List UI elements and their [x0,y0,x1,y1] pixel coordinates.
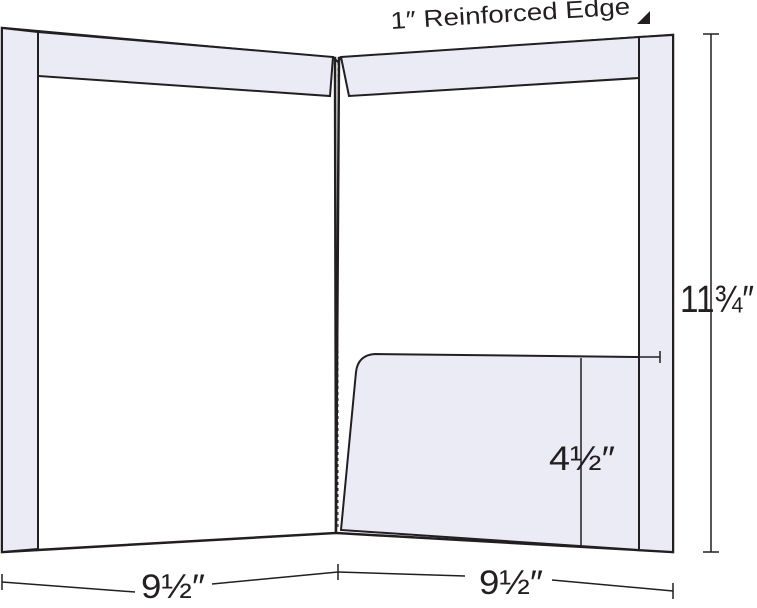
right-reinforced-edge [638,33,674,554]
right-top-flap [339,35,640,98]
left-top-flap [37,30,335,98]
left-panel [0,26,338,554]
left-panel-body [0,26,338,554]
height-dimension [703,33,719,553]
pocket-height-label: 4½″ [549,440,615,478]
left-reinforced-edge [0,26,39,554]
pocket [339,352,640,552]
reinforced-edge-label: 1″ Reinforced Edge [390,0,631,35]
right-width-label: 9½″ [479,564,543,602]
height-label: 11¾″ [680,279,754,321]
width-dimension [1,564,674,599]
right-panel [334,33,675,554]
left-width-label: 9½″ [141,568,205,606]
pocket-height-dimension [580,351,661,548]
reinforced-edge-arrow-icon [637,11,650,24]
center-notch [332,56,342,64]
